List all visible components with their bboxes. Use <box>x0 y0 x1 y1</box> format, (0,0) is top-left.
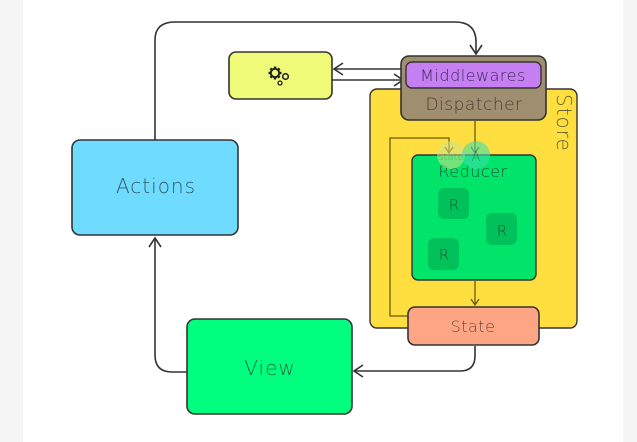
gears-icon <box>268 66 290 86</box>
diagram-canvas: Store Dispatcher Middlewares Reducer R R… <box>23 0 623 442</box>
view-label: View <box>244 356 295 380</box>
svg-text:R: R <box>449 196 459 214</box>
actions-box <box>71 139 239 236</box>
reducer-input-state-marker: state <box>437 141 465 169</box>
sub-reducer: R <box>428 238 459 270</box>
side-effects-node[interactable] <box>228 51 333 100</box>
state-box <box>407 306 540 346</box>
side-effects-box <box>228 51 333 100</box>
edge-state-to-view <box>352 346 476 378</box>
state-label: State <box>451 317 496 336</box>
redux-flow-diagram: Store Dispatcher Middlewares Reducer R R… <box>71 21 578 415</box>
svg-text:A: A <box>472 150 481 165</box>
dispatcher-label: Dispatcher <box>425 95 522 115</box>
edge-view-to-actions <box>148 236 188 373</box>
view-box <box>186 318 353 415</box>
sub-reducer: R <box>486 213 517 245</box>
svg-text:state: state <box>438 152 463 163</box>
reducer-node[interactable]: Reducer R R R <box>411 154 537 281</box>
actions-node[interactable]: Actions <box>71 139 239 236</box>
reducer-input-action-marker: A <box>462 141 490 169</box>
dispatcher-node[interactable]: Dispatcher Middlewares <box>400 55 547 121</box>
svg-text:R: R <box>497 222 507 240</box>
middlewares-box <box>405 61 542 89</box>
edge-actions-to-dispatcher <box>154 21 483 140</box>
middlewares-node[interactable]: Middlewares <box>405 61 542 89</box>
view-node[interactable]: View <box>186 318 353 415</box>
middlewares-label: Middlewares <box>420 66 526 85</box>
svg-text:R: R <box>439 246 449 264</box>
state-node[interactable]: State <box>407 306 540 346</box>
sub-reducer: R <box>438 188 469 219</box>
actions-label: Actions <box>116 174 196 198</box>
store-label: Store <box>552 94 576 152</box>
